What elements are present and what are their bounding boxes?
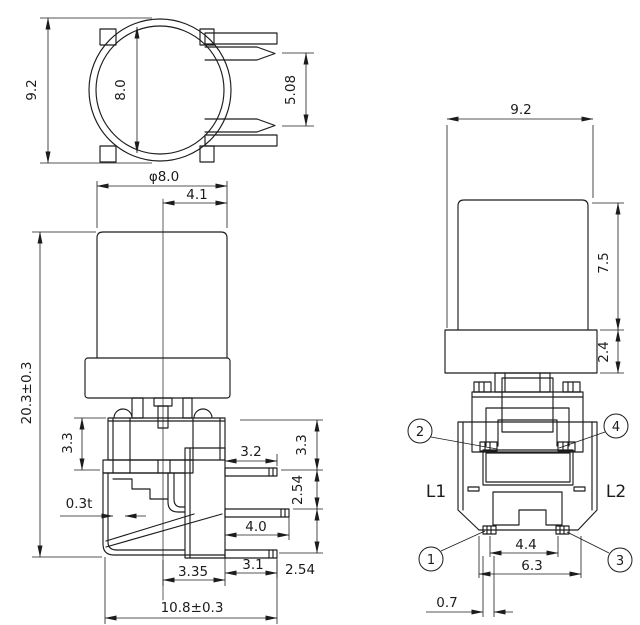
dim-label-pin-b-length: 4.0 [245, 519, 266, 535]
callout-4-number: 4 [612, 420, 620, 435]
dim-label-row-pitch-lower: 2.54 [285, 562, 315, 578]
dim-label-block-width: 3.35 [178, 564, 208, 580]
bracket-steps [112, 478, 169, 500]
corner-tab [99, 28, 117, 46]
dim-label-outer-span: 6.3 [521, 558, 542, 574]
dim-label-total-depth: 10.8±0.3 [161, 600, 224, 616]
metal-clip-inner [497, 419, 558, 447]
terminal-labels: L1 L2 [426, 482, 626, 502]
recess-inner [485, 452, 571, 483]
side-view-dimensions: 9.2 7.5 2.4 4.4 6.3 0.7 [426, 102, 624, 617]
callout-2-number: 2 [416, 425, 424, 440]
terminal-pin-a [224, 467, 278, 477]
front-view-dimensions: φ8.0 4.1 20.3±0.3 3.3 0.3t 3.2 3.3 2.54 … [19, 169, 323, 624]
l-wall-outer [167, 472, 186, 513]
pin-top [473, 381, 492, 393]
terminal-tab-1 [482, 525, 497, 535]
callout-3-number: 3 [616, 554, 624, 569]
side-view-geometry [444, 199, 598, 535]
cap-outer-circle [88, 18, 232, 162]
l-wall-inner [173, 472, 186, 508]
dim-label-body-height-left: 3.3 [60, 432, 76, 453]
switch-body [107, 417, 226, 461]
front-view-geometry [84, 198, 290, 601]
dim-label-cap-height: 7.5 [596, 252, 612, 273]
cap-flange [84, 357, 231, 399]
dim-label-pin-spacing: 5.08 [283, 75, 299, 105]
spring-contact [105, 513, 195, 542]
terminal-block [184, 447, 226, 559]
post [182, 397, 193, 419]
base-plate [102, 459, 194, 474]
terminal-pin-c [224, 549, 278, 559]
plunger-side [501, 377, 554, 433]
callout-2: 2 [407, 418, 433, 444]
callout-3: 3 [607, 547, 633, 573]
cap-flange-side [444, 329, 598, 374]
plunger [157, 405, 169, 429]
dim-label-cap-offset: 4.1 [186, 187, 207, 203]
dim-label-cap-diameter: φ8.0 [149, 169, 179, 185]
label-l1: L1 [426, 482, 446, 502]
terminal-tab-3 [555, 525, 570, 535]
flat-pin-top [204, 32, 278, 45]
bottom-cavity [492, 491, 563, 526]
dim-label-pin-a-length: 3.2 [240, 444, 261, 460]
dim-label-total-height: 20.3±0.3 [19, 362, 35, 425]
dim-label-offset: 0.7 [436, 595, 457, 611]
label-l2: L2 [606, 482, 626, 502]
dim-label-inner-diameter: 8.0 [113, 79, 129, 100]
flat-pin-bottom [204, 134, 278, 147]
bracket-outer [102, 472, 226, 556]
post [131, 397, 144, 419]
dim-label-flange-height: 2.4 [596, 341, 612, 362]
cap-inner-circle [95, 25, 225, 155]
dim-label-base-width: 9.2 [510, 102, 531, 118]
dome-contact [193, 408, 213, 419]
corner-tab [99, 145, 117, 163]
recess [482, 449, 574, 486]
corner-tab [199, 145, 215, 163]
callout-4: 4 [603, 413, 629, 439]
dim-label-row-pitch-upper: 2.54 [290, 475, 306, 505]
terminal-tab-4 [557, 441, 576, 452]
top-view-geometry [88, 18, 278, 163]
dim-label-inner-span: 4.4 [515, 537, 536, 553]
slot [467, 486, 480, 492]
callout-1-number: 1 [427, 553, 435, 568]
corner-tab [199, 28, 215, 46]
callout-1: 1 [418, 546, 444, 572]
terminal-pin-b [224, 508, 290, 518]
dim-label-pin-c-length: 3.1 [242, 557, 263, 573]
dome-contact [113, 408, 133, 419]
slot [573, 486, 586, 492]
terminal-tab-2 [479, 441, 498, 452]
base-housing [457, 421, 598, 531]
metal-clip-outer [485, 407, 570, 447]
pointed-pin-bottom [204, 118, 276, 133]
spring-contact [105, 513, 223, 548]
pointed-pin-top [204, 46, 276, 61]
button-cap-side [457, 199, 589, 331]
dim-label-bracket-thickness: 0.3t [66, 496, 93, 512]
pin-top [562, 381, 581, 393]
dim-label-top-height: 9.2 [24, 79, 40, 100]
bracket-inner [107, 472, 186, 551]
top-view-dimensions: 9.2 8.0 5.08 [24, 17, 314, 164]
button-cap [96, 231, 228, 359]
dim-label-body-height-right: 3.3 [294, 434, 310, 455]
stem [494, 372, 551, 393]
callouts: 1 2 3 4 [407, 413, 633, 573]
